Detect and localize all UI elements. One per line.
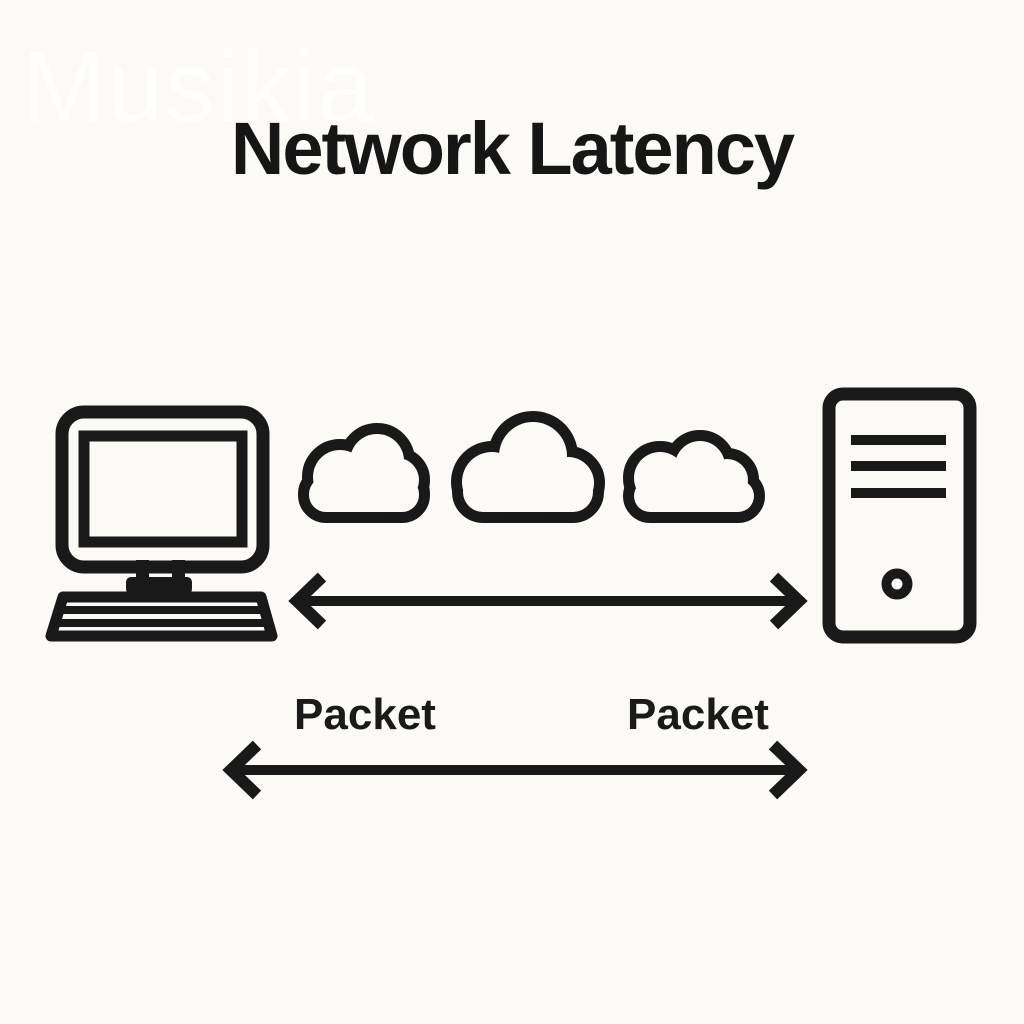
cloud-icon: [623, 430, 765, 523]
arrow-head-right-icon: [768, 740, 808, 800]
server-tower-icon: [822, 387, 977, 644]
packet-label-left: Packet: [294, 690, 436, 739]
desktop-computer-icon: [45, 405, 278, 642]
monitor-screen: [78, 430, 248, 548]
watermark-text: Musikia: [22, 31, 375, 143]
arrow-head-left-icon: [288, 572, 327, 630]
cloud-icon: [451, 411, 605, 523]
monitor-frame: [55, 405, 270, 574]
packet-label-right: Packet: [627, 690, 769, 739]
server-case: [822, 387, 977, 644]
server-power-button-icon: [881, 568, 913, 600]
packet-arrow: [222, 740, 808, 800]
latency-arrow: [288, 572, 808, 630]
cloud-icon: [298, 423, 430, 523]
arrow-head-left-icon: [222, 740, 262, 800]
keyboard: [45, 591, 278, 642]
page-title: Network Latency: [230, 107, 795, 190]
monitor-stand-base: [126, 577, 192, 594]
arrow-head-right-icon: [769, 572, 808, 630]
